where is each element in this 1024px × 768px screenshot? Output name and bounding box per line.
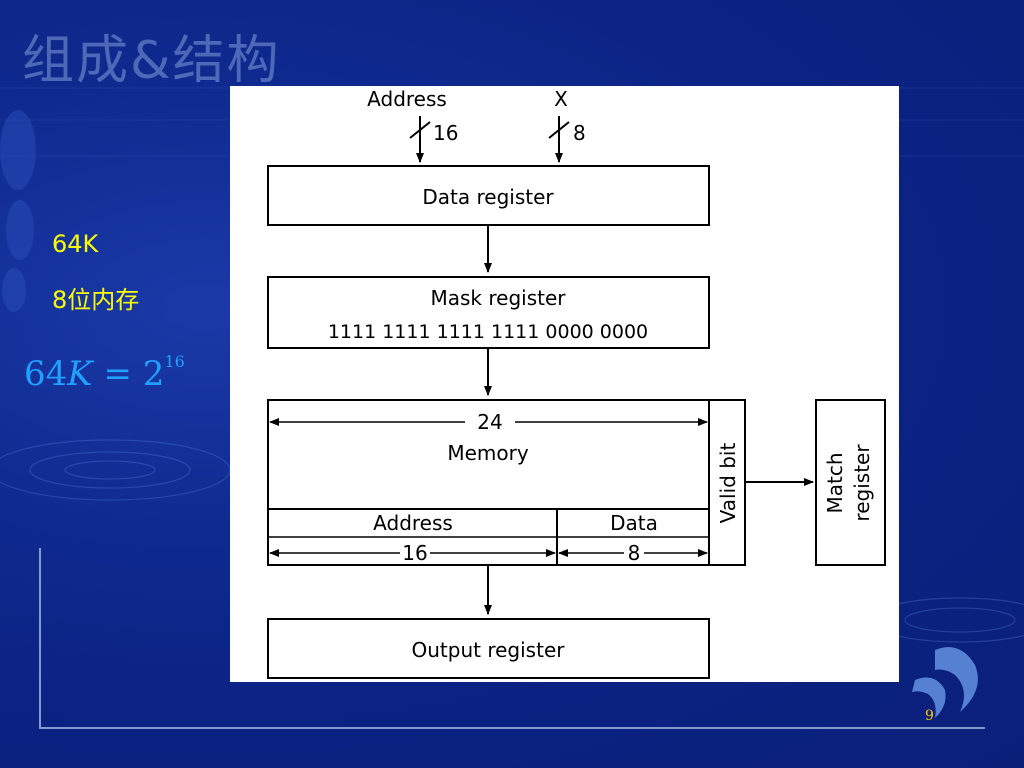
input-address-width: 16 xyxy=(433,121,458,145)
input-address-bus-tick xyxy=(409,121,431,139)
memory-label: Memory xyxy=(447,441,529,465)
data-register-label: Data register xyxy=(422,185,554,209)
input-x-bus-tick xyxy=(548,121,570,139)
formula-number: 64 xyxy=(24,354,68,394)
valid-bit-box xyxy=(708,399,746,566)
slide-title: 组成&结构 xyxy=(22,31,281,91)
formula-equals: = xyxy=(103,354,132,394)
page-number: 9 xyxy=(925,708,934,724)
valid-bit-label: Valid bit xyxy=(716,443,740,524)
match-register-label-line2: register xyxy=(850,444,874,522)
formula-64k-equals-2-16: 64K = 216 xyxy=(24,352,185,394)
input-x-label: X xyxy=(554,87,568,111)
formula-base: 2 xyxy=(142,354,165,394)
memory-width-label: 24 xyxy=(477,410,502,434)
formula-variable: K xyxy=(67,354,93,394)
memory-data-field-label: Data xyxy=(610,511,658,535)
data-width-label: 8 xyxy=(628,541,641,565)
note-64k: 64K xyxy=(52,230,99,258)
dolphin-logo-icon xyxy=(912,647,978,718)
input-address-label: Address xyxy=(367,87,447,111)
data-register-box xyxy=(267,165,710,226)
address-width-label: 16 xyxy=(402,541,427,565)
match-register-box xyxy=(815,399,886,566)
mask-register-box xyxy=(267,276,710,349)
note-8bit-memory: 8位内存 xyxy=(52,286,140,314)
formula-exponent: 16 xyxy=(164,352,185,371)
input-x-width: 8 xyxy=(573,121,586,145)
output-register-label: Output register xyxy=(412,638,566,662)
associative-memory-diagram: Address 16 X 8 Data register Mask regist… xyxy=(267,87,886,679)
match-register-label-line1: Match xyxy=(823,452,847,513)
output-register-box xyxy=(267,618,710,679)
mask-register-label: Mask register xyxy=(431,286,567,310)
diagram-panel: Address 16 X 8 Data register Mask regist… xyxy=(230,86,899,682)
mask-register-bits: 1111 1111 1111 1111 0000 0000 xyxy=(328,321,648,343)
memory-address-field-label: Address xyxy=(373,511,453,535)
